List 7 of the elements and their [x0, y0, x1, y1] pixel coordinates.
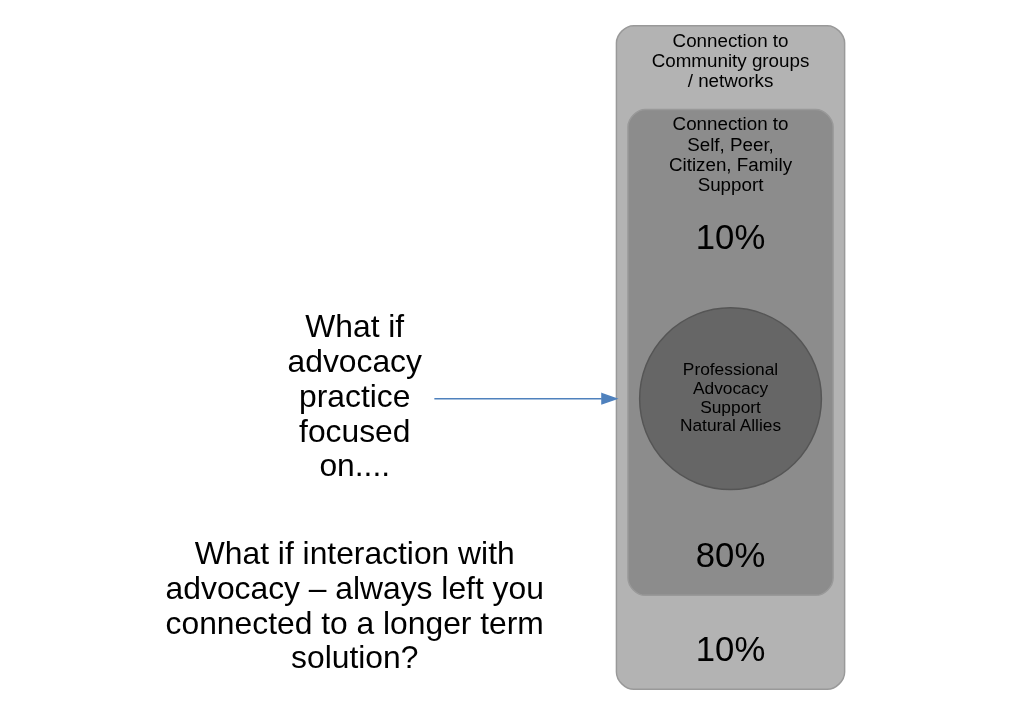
node-label: 80% — [695, 535, 766, 574]
node-label: 10% — [695, 217, 766, 256]
label: What if interaction with advocacy – always left you connected to a longer term solution? — [165, 535, 544, 676]
node-label: 10% — [695, 629, 766, 668]
node-text: What if advocacy practice focused on.... — [287, 308, 422, 484]
arrow — [433, 392, 619, 405]
node-circle: Professional Advocacy Support Natural Allies — [638, 307, 823, 491]
